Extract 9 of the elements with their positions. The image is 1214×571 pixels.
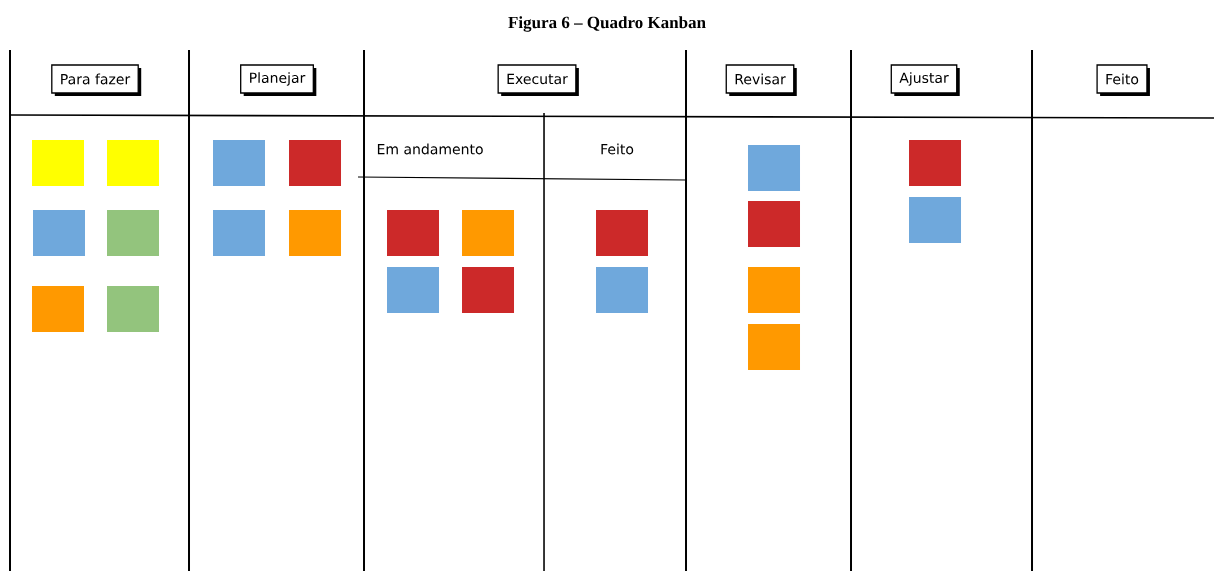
figure-title: Figura 6 – Quadro Kanban — [508, 16, 706, 32]
column-header: Para fazer — [51, 64, 142, 96]
column-header: Planejar — [240, 64, 317, 96]
column-header: Revisar — [725, 64, 797, 96]
subcolumn-header: Feito — [601, 143, 634, 155]
column-header: Feito — [1096, 64, 1150, 96]
subcolumn-header: Em andamento — [377, 143, 483, 155]
column-header: Ajustar — [890, 64, 960, 96]
column-header: Executar — [497, 64, 579, 96]
